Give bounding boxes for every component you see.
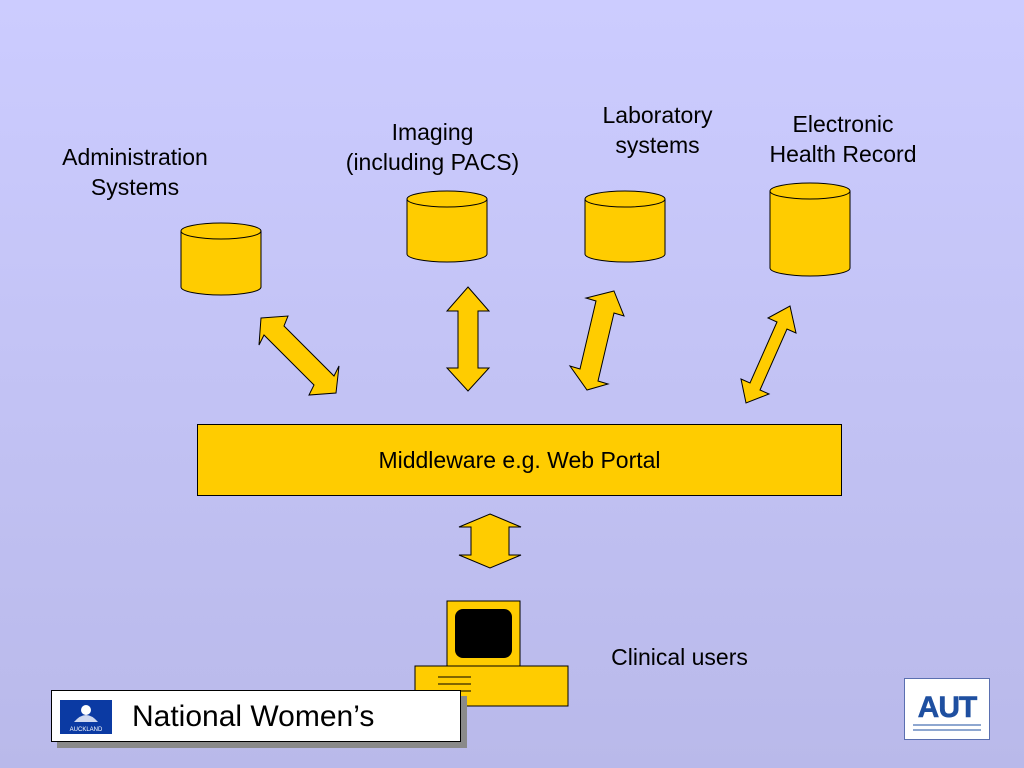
middleware-label: Middleware e.g. Web Portal [378,446,661,473]
clinical-users-label: Clinical users [611,644,748,670]
auckland-logo-icon: AUCKLAND [60,700,112,734]
aut-logo: AUT [904,678,990,740]
middleware-box: Middleware e.g. Web Portal [197,424,842,496]
imaging-label: Imaging (including PACS) [345,119,520,175]
imaging-database-icon [406,190,488,263]
ehr-database-icon [769,182,851,277]
laboratory-label: Laboratory systems [602,102,713,158]
ehr-double-arrow-icon [740,305,797,404]
admin-double-arrow-icon [258,315,340,396]
aut-logo-text: AUT [918,691,977,724]
laboratory-double-arrow-icon [568,290,625,391]
computer-icon [414,600,569,707]
national-womens-text: National Women’s [132,700,375,733]
laboratory-database-icon [584,190,666,263]
admin-database-icon [180,222,262,296]
client-double-arrow-icon [458,513,522,569]
ehr-label: Electronic Health Record [769,111,917,167]
admin-systems-label: Administration Systems [62,144,208,200]
imaging-double-arrow-icon [445,286,491,392]
auckland-badge-text: AUCKLAND [70,727,103,733]
national-womens-logo-box: AUCKLAND National Women’s [51,690,461,742]
